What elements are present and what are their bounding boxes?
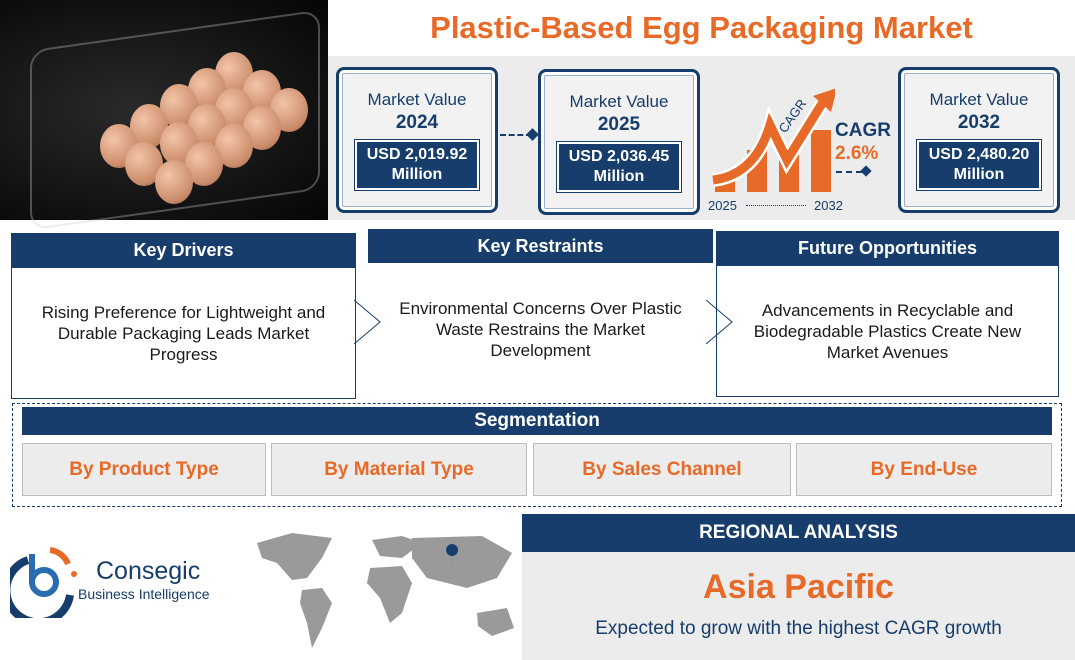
- cagr-label: CAGR: [835, 120, 891, 141]
- world-map-icon: [257, 533, 514, 648]
- chevron-right-icon: [706, 299, 733, 345]
- page-title: Plastic-Based Egg Packaging Market: [430, 10, 973, 45]
- card-value: USD 2,480.20 Million: [917, 140, 1041, 190]
- cagr-start-year: 2025: [708, 198, 737, 213]
- segment-product-type: By Product Type: [22, 443, 266, 496]
- segment-material-type: By Material Type: [271, 443, 527, 496]
- market-value-2024-card: Market Value 2024 USD 2,019.92 Million: [336, 67, 498, 213]
- panel-heading: Key Drivers: [11, 233, 356, 267]
- segmentation-box: [12, 403, 1062, 507]
- regional-heading: REGIONAL ANALYSIS: [522, 514, 1075, 552]
- panel-text: Environmental Concerns Over Plastic Wast…: [368, 263, 713, 395]
- key-restraints-panel: Key Restraints Environmental Concerns Ov…: [368, 229, 713, 395]
- consegic-logo-icon: [10, 547, 77, 618]
- card-year: 2024: [395, 112, 439, 133]
- panel-text: Advancements in Recyclable and Biodegrad…: [716, 265, 1059, 397]
- key-drivers-panel: Key Drivers Rising Preference for Lightw…: [11, 233, 356, 399]
- card-year: 2032: [957, 112, 1001, 133]
- card-year: 2025: [597, 114, 641, 135]
- card-value: USD 2,019.92 Million: [355, 140, 479, 190]
- logo-tagline: Business Intelligence: [78, 586, 210, 602]
- cagr-value: 2.6%: [835, 143, 879, 164]
- timeline-arrow: [746, 205, 806, 206]
- cagr-growth-chart-icon: CAGR: [711, 88, 835, 192]
- connector: [836, 171, 862, 173]
- segment-end-use: By End-Use: [796, 443, 1052, 496]
- panel-text: Rising Preference for Lightweight and Du…: [11, 267, 356, 399]
- panel-heading: Key Restraints: [368, 229, 713, 263]
- future-opportunities-panel: Future Opportunities Advancements in Rec…: [716, 231, 1059, 397]
- card-label: Market Value: [367, 90, 467, 109]
- cagr-end-year: 2032: [814, 198, 843, 213]
- segment-sales-channel: By Sales Channel: [533, 443, 791, 496]
- market-value-2032-card: Market Value 2032 USD 2,480.20 Million: [898, 67, 1060, 213]
- market-value-2025-card: Market Value 2025 USD 2,036.45 Million: [538, 69, 700, 215]
- egg-tray-photo: [0, 0, 328, 231]
- connector: [500, 134, 532, 136]
- card-label: Market Value: [569, 92, 669, 111]
- segmentation-title: Segmentation: [22, 407, 1052, 435]
- logo-name: Consegic: [96, 557, 201, 585]
- region-name: Asia Pacific: [703, 568, 894, 606]
- chevron-right-icon: [354, 299, 381, 345]
- card-label: Market Value: [929, 90, 1029, 109]
- panel-heading: Future Opportunities: [716, 231, 1059, 265]
- region-description: Expected to grow with the highest CAGR g…: [595, 618, 1002, 639]
- card-value: USD 2,036.45 Million: [557, 142, 681, 192]
